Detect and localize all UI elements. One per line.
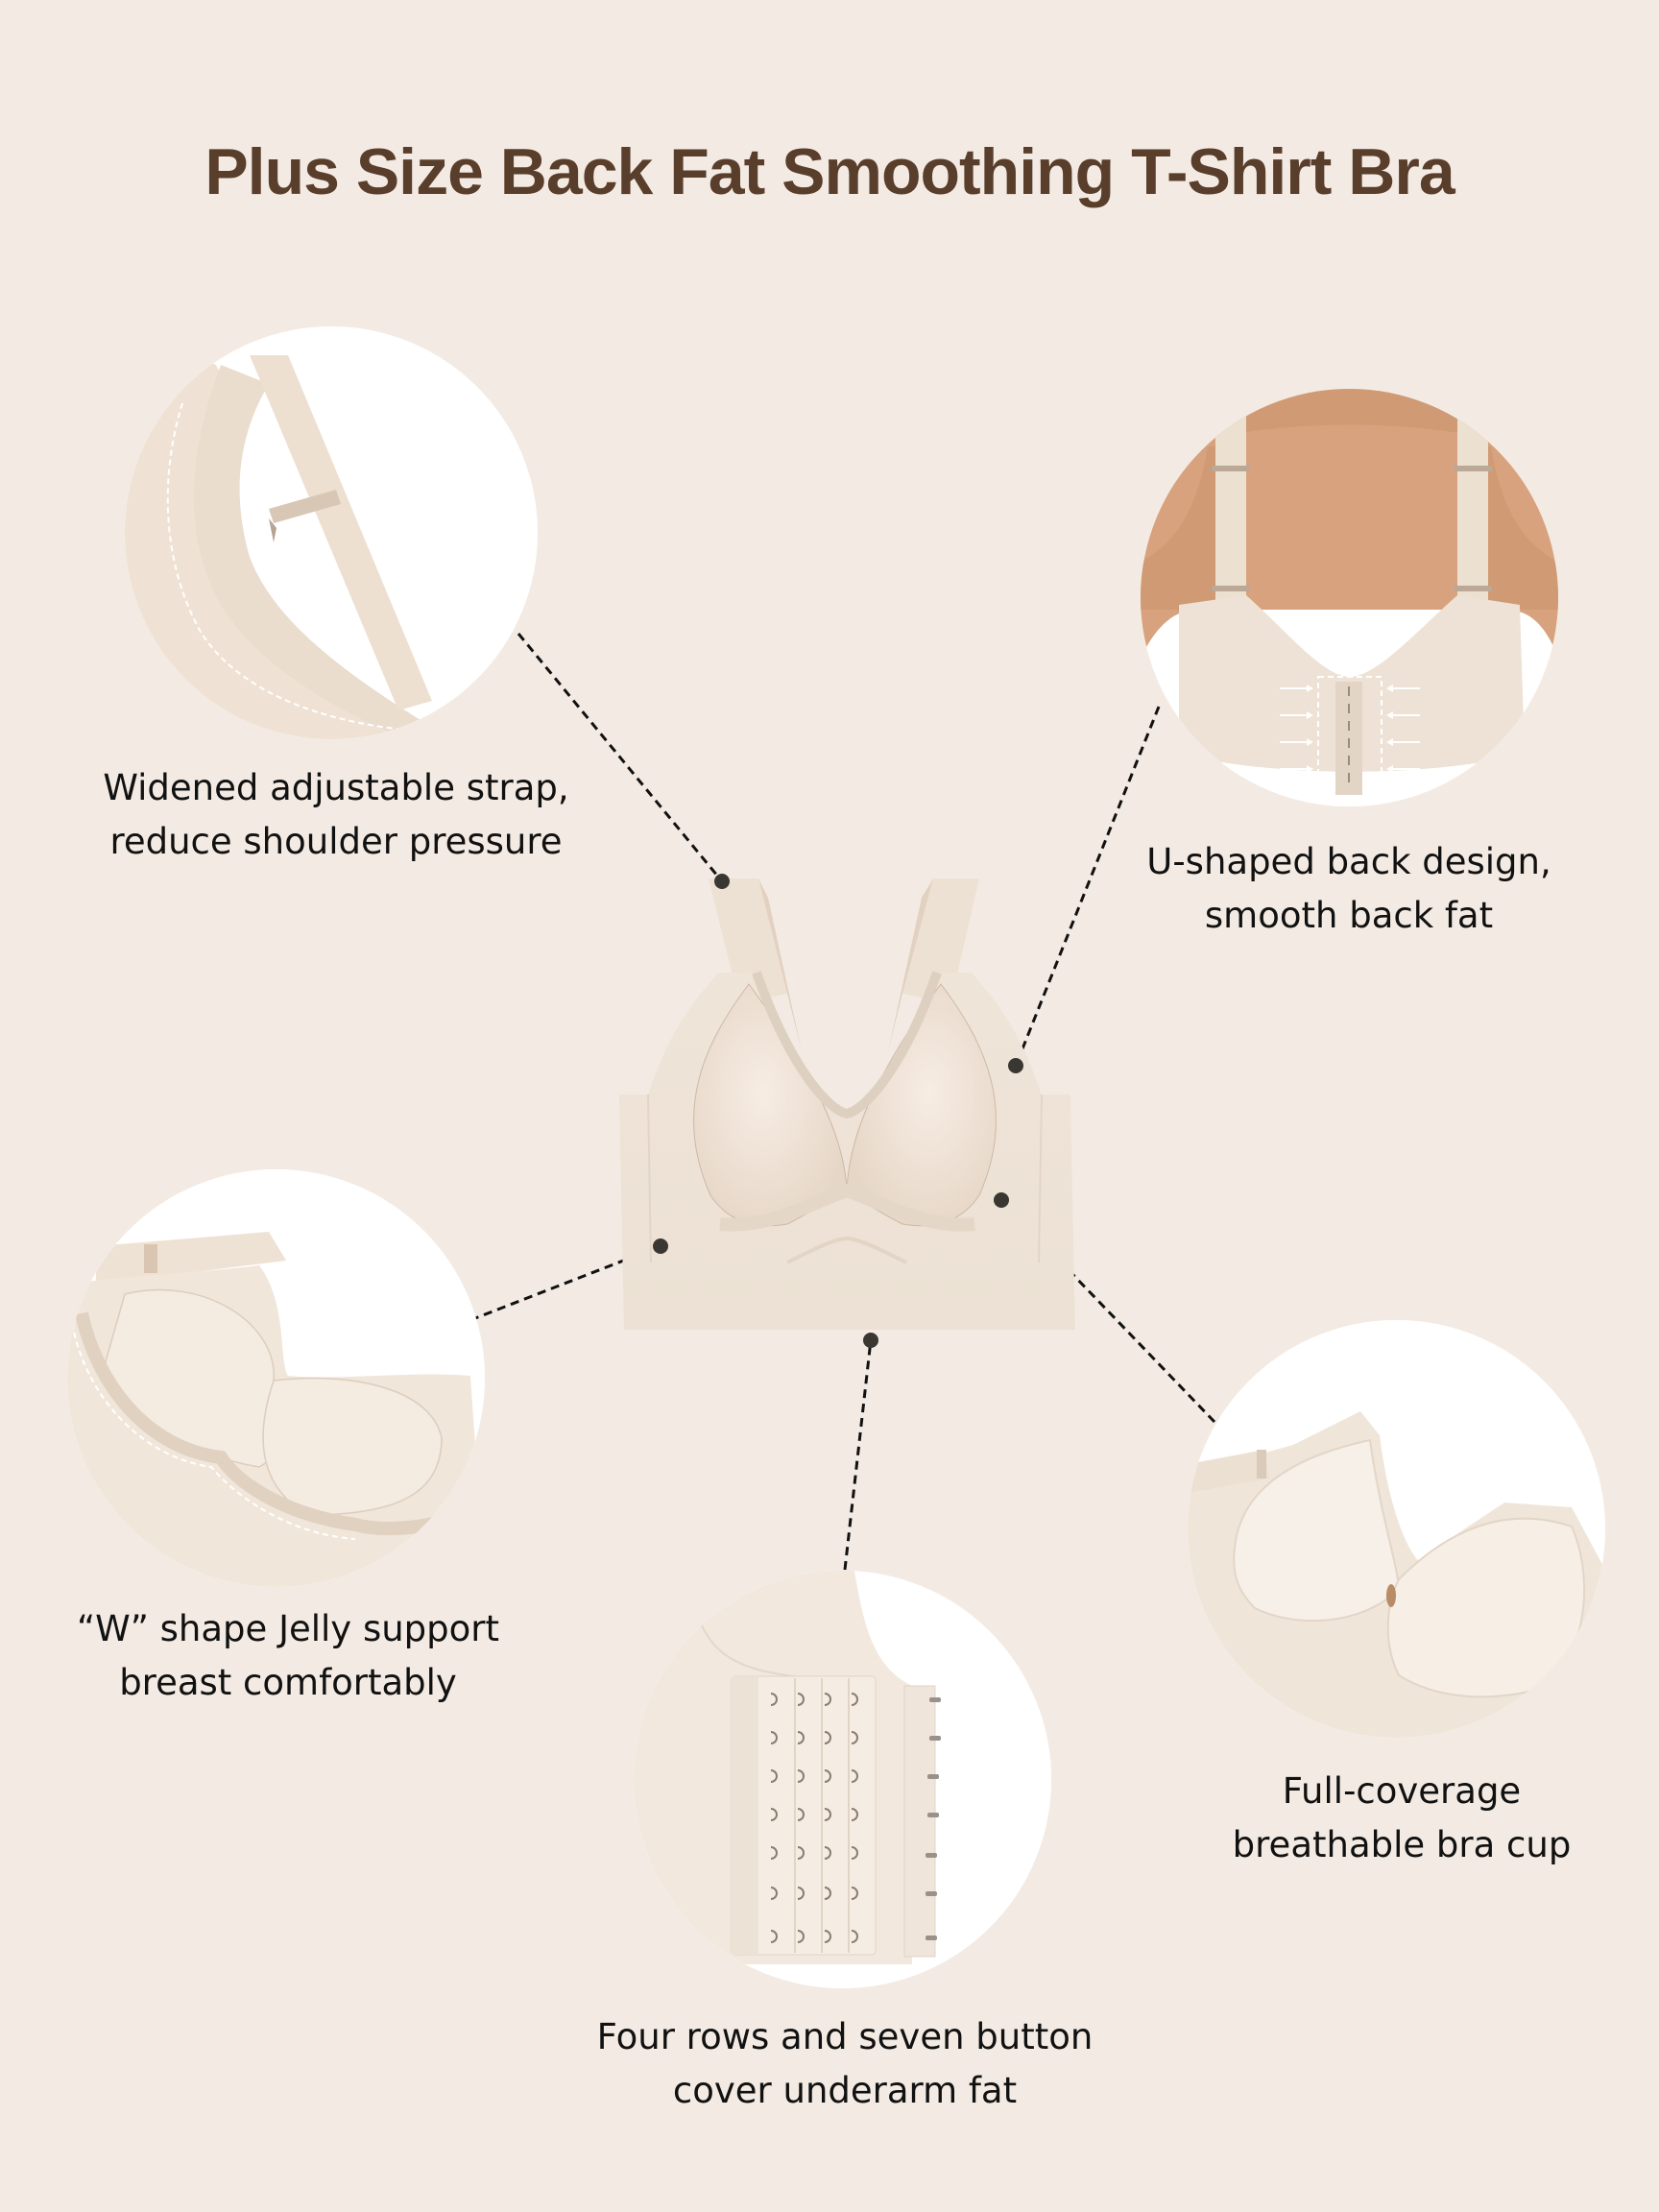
feature-image-cup [1188,1320,1605,1738]
w-shape-band-closeup-icon [67,1169,485,1587]
caption-jelly: “W” shape Jelly support breast comfortab… [76,1608,500,1703]
connector-hooks [843,1339,873,1571]
caption-hooks: Four rows and seven button cover underar… [596,2016,1094,2111]
page-title: Plus Size Back Fat Smoothing T-Shirt Bra [204,135,1455,208]
feature-image-jelly [67,1169,485,1587]
back-view-closeup-icon [1141,389,1558,806]
caption-strap: Widened adjustable strap, reduce shoulde… [103,767,569,862]
caption-back: U-shaped back design, smooth back fat [1146,841,1551,936]
bra-cup-closeup-icon [1188,1320,1605,1738]
marker-hooks [863,1333,878,1348]
feature-image-strap [125,326,538,739]
feature-image-back [1141,389,1558,806]
shoulder-strap-closeup-icon [125,326,451,739]
hook-and-eye-closeup-icon [634,1571,1051,1988]
product-image [595,859,1094,1334]
caption-cup: Full-coverage breathable bra cup [1232,1770,1572,1865]
feature-image-hooks [634,1571,1051,1988]
